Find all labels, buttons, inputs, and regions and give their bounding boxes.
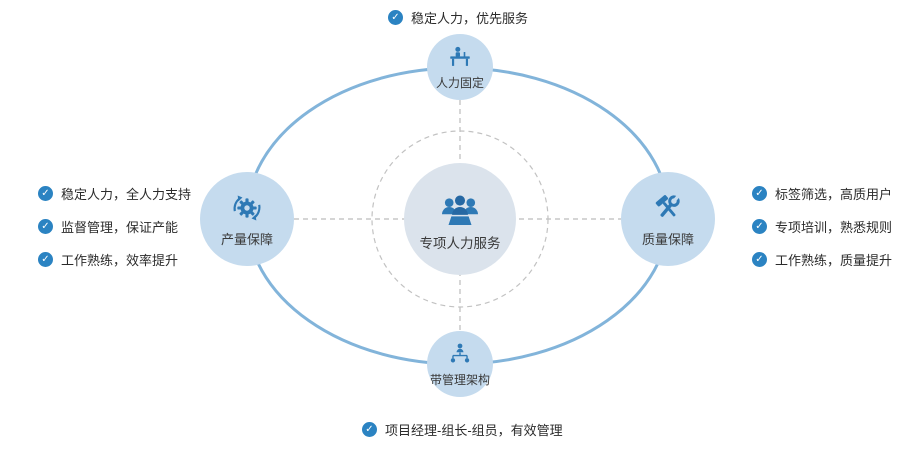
- list-item: ✓ 工作熟练，质量提升: [752, 250, 892, 269]
- check-icon: ✓: [752, 252, 767, 267]
- node-center-service: 专项人力服务: [404, 163, 516, 275]
- people-group-icon: [437, 186, 483, 228]
- node-fixed-manpower: 人力固定: [427, 34, 493, 100]
- annotation-text: 标签筛选，高质用户: [775, 187, 893, 202]
- annotation-top: ✓ 稳定人力，优先服务: [388, 8, 528, 27]
- list-item: ✓ 专项培训，熟悉规则: [752, 217, 892, 236]
- check-icon: ✓: [388, 10, 403, 25]
- node-management-structure: 带管理架构: [427, 331, 493, 397]
- annotation-text: 工作熟练，效率提升: [61, 253, 179, 268]
- list-item: ✓ 工作熟练，效率提升: [38, 250, 191, 269]
- node-quality-guarantee: 质量保障: [621, 172, 715, 266]
- list-item: ✓ 监督管理，保证产能: [38, 217, 191, 236]
- center-label: 专项人力服务: [419, 236, 501, 251]
- check-icon: ✓: [38, 186, 53, 201]
- annotation-list-right: ✓ 标签筛选，高质用户 ✓ 专项培训，熟悉规则 ✓ 工作熟练，质量提升: [752, 184, 892, 269]
- annotation-text: 监督管理，保证产能: [61, 220, 179, 235]
- node-label-top: 人力固定: [435, 75, 484, 90]
- check-icon: ✓: [362, 422, 377, 437]
- annotation-text: 工作熟练，质量提升: [775, 253, 893, 268]
- annotation-text: 稳定人力，全人力支持: [61, 187, 192, 202]
- annotation-list-left: ✓ 稳定人力，全人力支持 ✓ 监督管理，保证产能 ✓ 工作熟练，效率提升: [38, 184, 191, 269]
- annotation-text: 项目经理-组长-组员，有效管理: [385, 423, 563, 438]
- list-item: ✓ 标签筛选，高质用户: [752, 184, 892, 203]
- node-label-right: 质量保障: [641, 231, 694, 247]
- check-icon: ✓: [752, 186, 767, 201]
- check-icon: ✓: [38, 219, 53, 234]
- node-label-bottom: 带管理架构: [429, 372, 490, 387]
- person-desk-icon: [447, 44, 473, 70]
- org-structure-icon: [447, 341, 473, 367]
- annotation-text: 专项培训，熟悉规则: [775, 220, 893, 235]
- list-item: ✓ 稳定人力，全人力支持: [38, 184, 191, 203]
- check-icon: ✓: [752, 219, 767, 234]
- annotation-bottom: ✓ 项目经理-组长-组员，有效管理: [362, 420, 563, 439]
- check-icon: ✓: [38, 252, 53, 267]
- node-label-left: 产量保障: [220, 231, 273, 247]
- node-output-guarantee: 产量保障: [200, 172, 294, 266]
- annotation-text: 稳定人力，优先服务: [411, 11, 529, 26]
- tools-icon: [651, 191, 685, 225]
- gear-arrows-icon: [230, 191, 264, 225]
